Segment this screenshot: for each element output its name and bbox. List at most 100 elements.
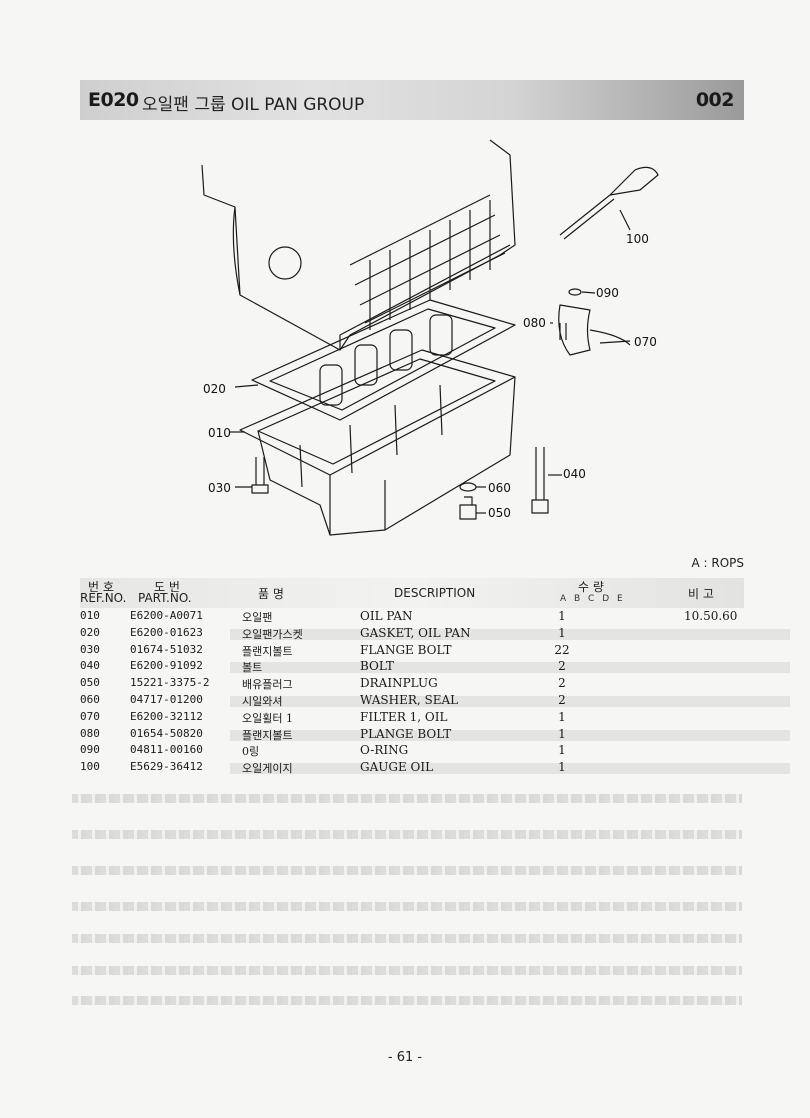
- part-no: 01674-51032: [130, 642, 203, 656]
- part-name-kor: 볼트: [242, 661, 263, 675]
- part-name-kor: 플랜지볼트: [242, 644, 293, 658]
- page-code: 002: [695, 89, 735, 111]
- callout-070: 070: [634, 335, 657, 349]
- table-row: 080 01654-50820 플랜지볼트 PLANGE BOLT 1: [80, 726, 790, 744]
- part-name-kor: 오일팬: [242, 611, 273, 624]
- quantity: 1: [558, 709, 566, 724]
- ref-no: 060: [80, 692, 100, 706]
- description: O-RING: [360, 743, 409, 758]
- scan-noise-line: [72, 966, 742, 975]
- seal-washer-060: [459, 482, 477, 492]
- table-row: 030 01674-51032 플랜지볼트 FLANGE BOLT 22: [80, 643, 744, 660]
- ref-no: 020: [80, 625, 100, 639]
- description: PLANGE BOLT: [360, 726, 452, 741]
- gasket-outline: [251, 299, 516, 421]
- ref-no: 050: [80, 676, 100, 690]
- ref-no: 080: [80, 726, 100, 740]
- part-name-kor: 시일와셔: [242, 694, 283, 708]
- table-row: 100 E5629-36412 오일게이지 GAUGE OIL 1: [80, 760, 790, 777]
- table-row: 090 04811-00160 0링 O-RING 1: [80, 743, 744, 760]
- quantity: 22: [554, 642, 570, 657]
- header-name-kor: 품 명: [258, 587, 284, 601]
- quantity: 2: [558, 676, 566, 691]
- table-row: 010 E6200-A0071 오일팬 OIL PAN 1 10.50.60: [80, 609, 744, 626]
- scan-noise-line: [72, 934, 742, 943]
- header-part-kor: 도 번: [154, 580, 180, 594]
- ref-no: 010: [80, 609, 100, 622]
- callout-060: 060: [488, 481, 511, 495]
- description: BOLT: [360, 659, 394, 674]
- table-row: 060 04717-01200 시일와셔 WASHER, SEAL 2: [80, 692, 790, 710]
- oil-pan-exploded-diagram: 100 090 080 070 020 010 030 040 060 050: [201, 139, 659, 536]
- part-no: 04717-01200: [130, 692, 203, 706]
- table-row: 070 E6200-32112 오일휠터 1 FILTER 1, OIL 1: [80, 710, 744, 727]
- quantity: 2: [558, 692, 566, 707]
- part-no: 15221-3375-2: [130, 676, 210, 690]
- group-title: 오일팬 그룹 OIL PAN GROUP: [142, 95, 365, 115]
- page-number: - 61 -: [387, 1050, 423, 1065]
- description: GAUGE OIL: [360, 760, 434, 775]
- header-ref-kor: 번 호: [88, 580, 114, 594]
- callout-090: 090: [596, 286, 619, 300]
- part-no: E5629-36412: [130, 760, 203, 774]
- scan-noise-line: [72, 866, 742, 875]
- part-name-kor: 배유플러그: [242, 678, 293, 692]
- part-name-kor: 플랜지볼트: [242, 728, 293, 742]
- description: OIL PAN: [360, 609, 413, 623]
- part-no: E6200-91092: [130, 659, 203, 673]
- model-legend: A : ROPS: [691, 556, 744, 570]
- table-row: 020 E6200-01623 오일팬가스켓 GASKET, OIL PAN 1: [80, 625, 790, 643]
- callout-020: 020: [203, 382, 226, 396]
- callout-080: 080: [523, 316, 546, 330]
- quantity: 1: [558, 726, 566, 741]
- description: FILTER 1, OIL: [360, 709, 448, 724]
- ref-no: 040: [80, 659, 100, 673]
- quantity: 2: [558, 659, 566, 674]
- part-name-kor: 오일휠터 1: [242, 711, 293, 725]
- group-code: E020: [88, 89, 139, 111]
- block-bore: [268, 246, 302, 280]
- ref-no: 090: [80, 743, 100, 757]
- quantity: 1: [558, 760, 566, 775]
- group-header: E020 오일팬 그룹 OIL PAN GROUP 002: [80, 80, 744, 120]
- callout-030: 030: [208, 481, 231, 495]
- quantity: 1: [558, 625, 566, 640]
- description: DRAINPLUG: [360, 676, 438, 691]
- header-qty-cols: A B C D E: [560, 594, 623, 604]
- part-name-kor: 0링: [242, 745, 260, 759]
- part-no: E6200-A0071: [130, 609, 203, 622]
- callout-040: 040: [563, 467, 586, 481]
- part-no: 01654-50820: [130, 726, 203, 740]
- oil-filter-070: [558, 304, 591, 356]
- table-row: 040 E6200-91092 볼트 BOLT 2: [80, 659, 790, 676]
- remarks: 10.50.60: [684, 609, 738, 623]
- header-part-en: PART.NO.: [138, 591, 192, 605]
- scan-noise-line: [72, 794, 742, 803]
- o-ring-090: [568, 288, 582, 296]
- callout-010: 010: [208, 426, 231, 440]
- part-no: 04811-00160: [130, 743, 203, 757]
- flange-bolt-030: [251, 457, 269, 494]
- quantity: 1: [558, 743, 566, 758]
- bolt-040: [531, 447, 549, 514]
- callout-100: 100: [626, 232, 649, 246]
- flange-bolt-080: [559, 323, 567, 340]
- scan-noise-line: [72, 830, 742, 839]
- header-qty-kor: 수 량: [578, 580, 604, 594]
- header-ref-en: REF.NO.: [80, 591, 127, 605]
- scan-noise-line: [72, 902, 742, 911]
- header-remarks-kor: 비 고: [688, 587, 714, 601]
- table-body: 010 E6200-A0071 오일팬 OIL PAN 1 10.50.60 0…: [80, 609, 790, 777]
- ref-no: 100: [80, 760, 100, 774]
- description: GASKET, OIL PAN: [360, 625, 471, 640]
- header-description: DESCRIPTION: [394, 586, 476, 600]
- table-header-band: [80, 578, 744, 608]
- description: FLANGE BOLT: [360, 642, 452, 657]
- part-name-kor: 오일게이지: [242, 762, 293, 776]
- ref-no: 030: [80, 642, 100, 656]
- oil-gauge-100: [559, 166, 659, 240]
- callout-050: 050: [488, 506, 511, 520]
- table-row: 050 15221-3375-2 배유플러그 DRAINPLUG 2: [80, 676, 744, 693]
- part-no: E6200-01623: [130, 625, 203, 639]
